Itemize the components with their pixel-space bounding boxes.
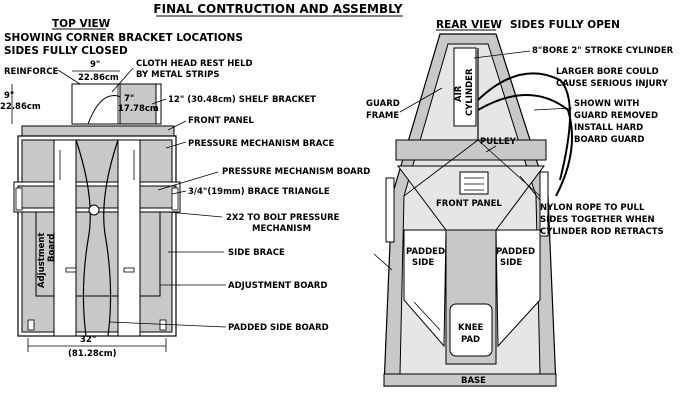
adjustment-board-label: ADJUSTMENT BOARD [228,281,327,291]
air-cylinder-label-2: CYLINDER [465,68,475,116]
rear-view-subheading: SIDES FULLY OPEN [510,19,620,31]
dim-32-inch: 32" [80,335,96,345]
top-view-subheading-1: SHOWING CORNER BRACKET LOCATIONS [4,32,243,44]
air-cylinder-label-1: AIR [454,85,464,102]
guard-frame-label-1: GUARD [366,99,400,109]
guard-frame-label-2: FRAME [366,111,399,121]
padded-side-right-1: PADDED [496,247,535,257]
adjustment-board-vertical-1: Adjustment [37,233,47,289]
nylon-rope-label-3: CYLINDER ROD RETRACTS [540,227,664,237]
dim-9-inch: 9" [90,60,100,70]
dim-7-inch: 7" [124,94,134,104]
brace-triangle-label: 3/4"(19mm) BRACE TRIANGLE [188,187,330,197]
padded-side-board-label: PADDED SIDE BOARD [228,323,329,333]
bolt-label-1: 2X2 TO BOLT PRESSURE [226,213,340,223]
dim-32-cm: (81.28cm) [68,349,117,359]
pulley-label: PULLEY [480,137,517,147]
pressure-board-label: PRESSURE MECHANISM BOARD [222,167,370,177]
dim-7-cm: 17.78cm [118,104,159,114]
adjustment-board-vertical-2: Board [47,234,57,262]
top-view-heading: TOP VIEW [52,18,111,30]
nylon-rope-label-1: NYLON ROPE TO PULL [540,203,645,213]
top-view-subheading-2: SIDES FULLY CLOSED [4,45,128,57]
diagram-title: FINAL CONTRUCTION AND ASSEMBLY [153,2,402,16]
knee-pad-label-1: KNEE [458,323,484,333]
dim-9v-cm: 22.86cm [0,102,41,112]
shelf-bracket-label: 12" (30.48cm) SHELF BRACKET [168,95,316,105]
guard-note-3: INSTALL HARD [574,123,643,133]
cylinder-spec-label: 8"BORE 2" STROKE CYLINDER [532,46,674,56]
guard-note-2: GUARD REMOVED [574,111,658,121]
warning-label-2: CAUSE SERIOUS INJURY [556,79,669,89]
nylon-rope-label-2: SIDES TOGETHER WHEN [540,215,655,225]
padded-side-left-2: SIDE [412,258,434,268]
top-view-drawing [13,83,181,337]
rear-view-drawing [383,33,573,387]
base-label: BASE [461,376,486,386]
reinforce-label: REINFORCE [4,67,58,77]
padded-side-right-2: SIDE [500,258,522,268]
rear-view-leaders [373,50,573,331]
rear-view-heading: REAR VIEW [436,19,502,31]
cloth-head-label-2: BY METAL STRIPS [136,70,219,80]
pressure-brace-label: PRESSURE MECHANISM BRACE [188,139,335,149]
guard-note-4: BOARD GUARD [574,135,644,145]
front-panel-rear-label: FRONT PANEL [436,199,502,209]
cloth-head-label-1: CLOTH HEAD REST HELD [136,59,253,69]
dim-9v-inch: 9" [4,91,14,101]
knee-pad-label-2: PAD [461,335,480,345]
guard-note-1: SHOWN WITH [574,99,639,109]
warning-label-1: LARGER BORE COULD [556,67,659,77]
bolt-label-2: MECHANISM [252,224,311,234]
side-brace-label: SIDE BRACE [228,248,285,258]
top-view-dimensions [11,67,227,352]
padded-side-left-1: PADDED [406,247,445,257]
front-panel-label: FRONT PANEL [188,116,254,126]
dim-9-cm: 22.86cm [78,73,119,83]
